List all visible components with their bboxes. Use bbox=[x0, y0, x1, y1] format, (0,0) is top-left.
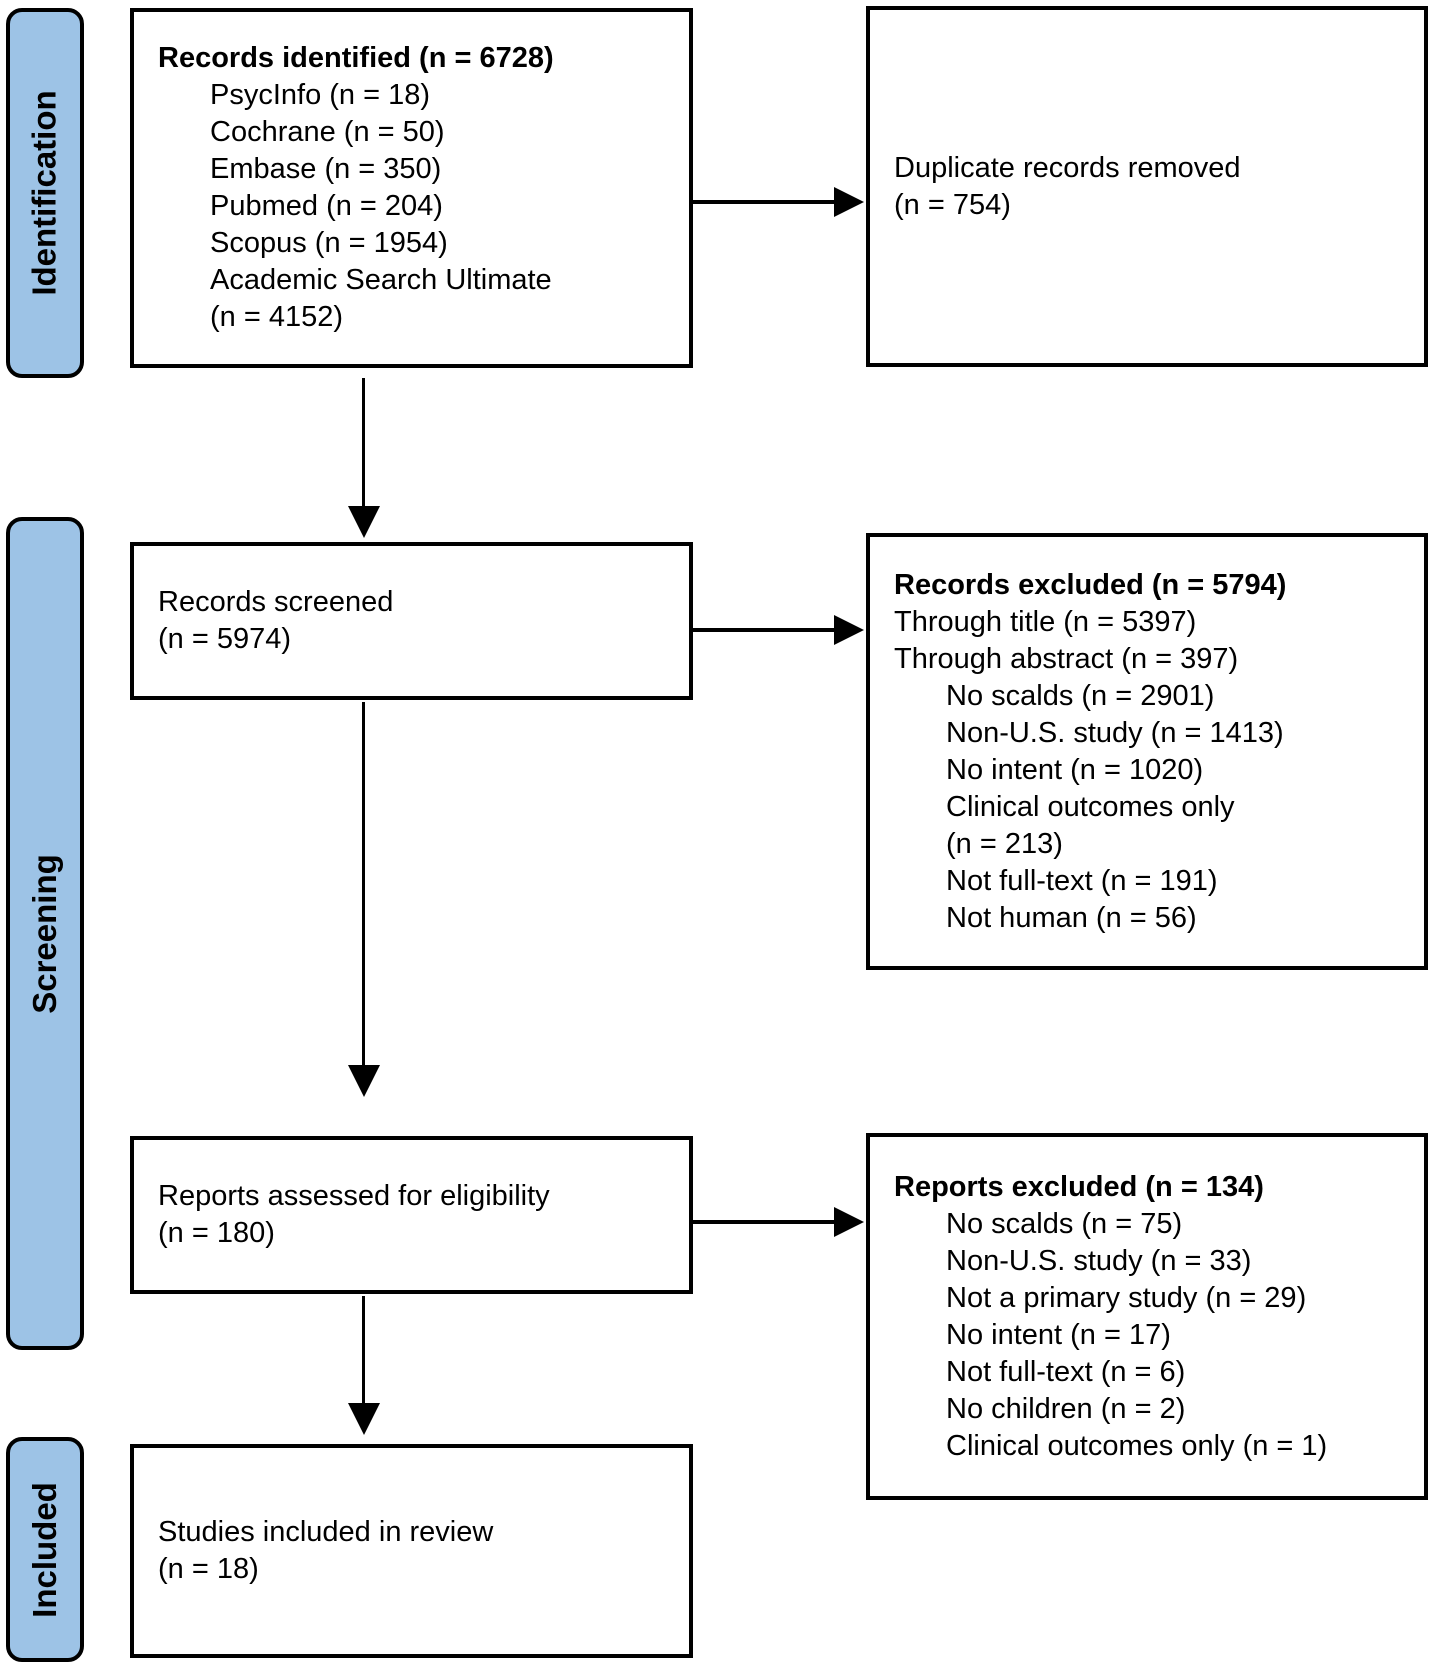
box-line: Embase (n = 350) bbox=[210, 153, 442, 185]
box-line: Not full-text (n = 6) bbox=[946, 1355, 1186, 1388]
box-line: (n = 754) bbox=[894, 188, 1011, 221]
box-line: Through title (n = 5397) bbox=[894, 605, 1197, 638]
box-reports-assessed: Reports assessed for eligibility (n = 18… bbox=[130, 1136, 693, 1294]
box-line: Through abstract (n = 397) bbox=[894, 642, 1239, 675]
box-studies-included: Studies included in review (n = 18) bbox=[130, 1444, 693, 1658]
box-line: (n = 213) bbox=[946, 827, 1063, 860]
box-line: Scopus (n = 1954) bbox=[210, 227, 448, 259]
box-reports-excluded: Reports excluded (n = 134) No scalds (n … bbox=[866, 1133, 1428, 1500]
box-line: Cochrane (n = 50) bbox=[210, 116, 445, 148]
box-title: Records excluded (n = 5794) bbox=[894, 568, 1287, 601]
stage-bar-identification: Identification bbox=[6, 8, 84, 378]
box-line: No children (n = 2) bbox=[946, 1392, 1186, 1425]
box-line: Not a primary study (n = 29) bbox=[946, 1281, 1307, 1314]
box-line: Duplicate records removed bbox=[894, 151, 1241, 184]
stage-bar-screening: Screening bbox=[6, 517, 84, 1350]
box-line: Reports assessed for eligibility bbox=[158, 1180, 550, 1212]
box-line: Clinical outcomes only bbox=[946, 790, 1235, 823]
box-line: No intent (n = 1020) bbox=[946, 753, 1204, 786]
box-records-identified: Records identified (n = 6728) PsycInfo (… bbox=[130, 8, 693, 368]
box-line: Non-U.S. study (n = 33) bbox=[946, 1244, 1252, 1277]
stage-label-identification: Identification bbox=[26, 90, 63, 296]
box-line: (n = 180) bbox=[158, 1217, 275, 1249]
box-line: Records screened bbox=[158, 586, 394, 618]
box-records-screened: Records screened (n = 5974) bbox=[130, 542, 693, 700]
box-line: No scalds (n = 2901) bbox=[946, 679, 1215, 712]
box-line: (n = 18) bbox=[158, 1553, 259, 1585]
box-line: PsycInfo (n = 18) bbox=[210, 79, 431, 111]
stage-label-screening: Screening bbox=[26, 853, 63, 1014]
box-line: Not full-text (n = 191) bbox=[946, 864, 1218, 897]
box-line: Studies included in review bbox=[158, 1516, 494, 1548]
box-line: No scalds (n = 75) bbox=[946, 1207, 1183, 1240]
box-line: (n = 4152) bbox=[210, 301, 344, 333]
box-duplicates-removed: Duplicate records removed (n = 754) bbox=[866, 6, 1428, 367]
box-title: Records identified (n = 6728) bbox=[158, 42, 554, 74]
box-title: Reports excluded (n = 134) bbox=[894, 1170, 1264, 1203]
box-line: Not human (n = 56) bbox=[946, 901, 1197, 934]
box-line: (n = 5974) bbox=[158, 623, 292, 655]
box-line: Clinical outcomes only (n = 1) bbox=[946, 1429, 1328, 1462]
box-line: Pubmed (n = 204) bbox=[210, 190, 443, 222]
box-line: Non-U.S. study (n = 1413) bbox=[946, 716, 1284, 749]
box-records-excluded: Records excluded (n = 5794) Through titl… bbox=[866, 533, 1428, 970]
box-line: No intent (n = 17) bbox=[946, 1318, 1171, 1351]
box-line: Academic Search Ultimate bbox=[210, 264, 552, 296]
stage-label-included: Included bbox=[26, 1481, 63, 1618]
stage-bar-included: Included bbox=[6, 1437, 84, 1662]
